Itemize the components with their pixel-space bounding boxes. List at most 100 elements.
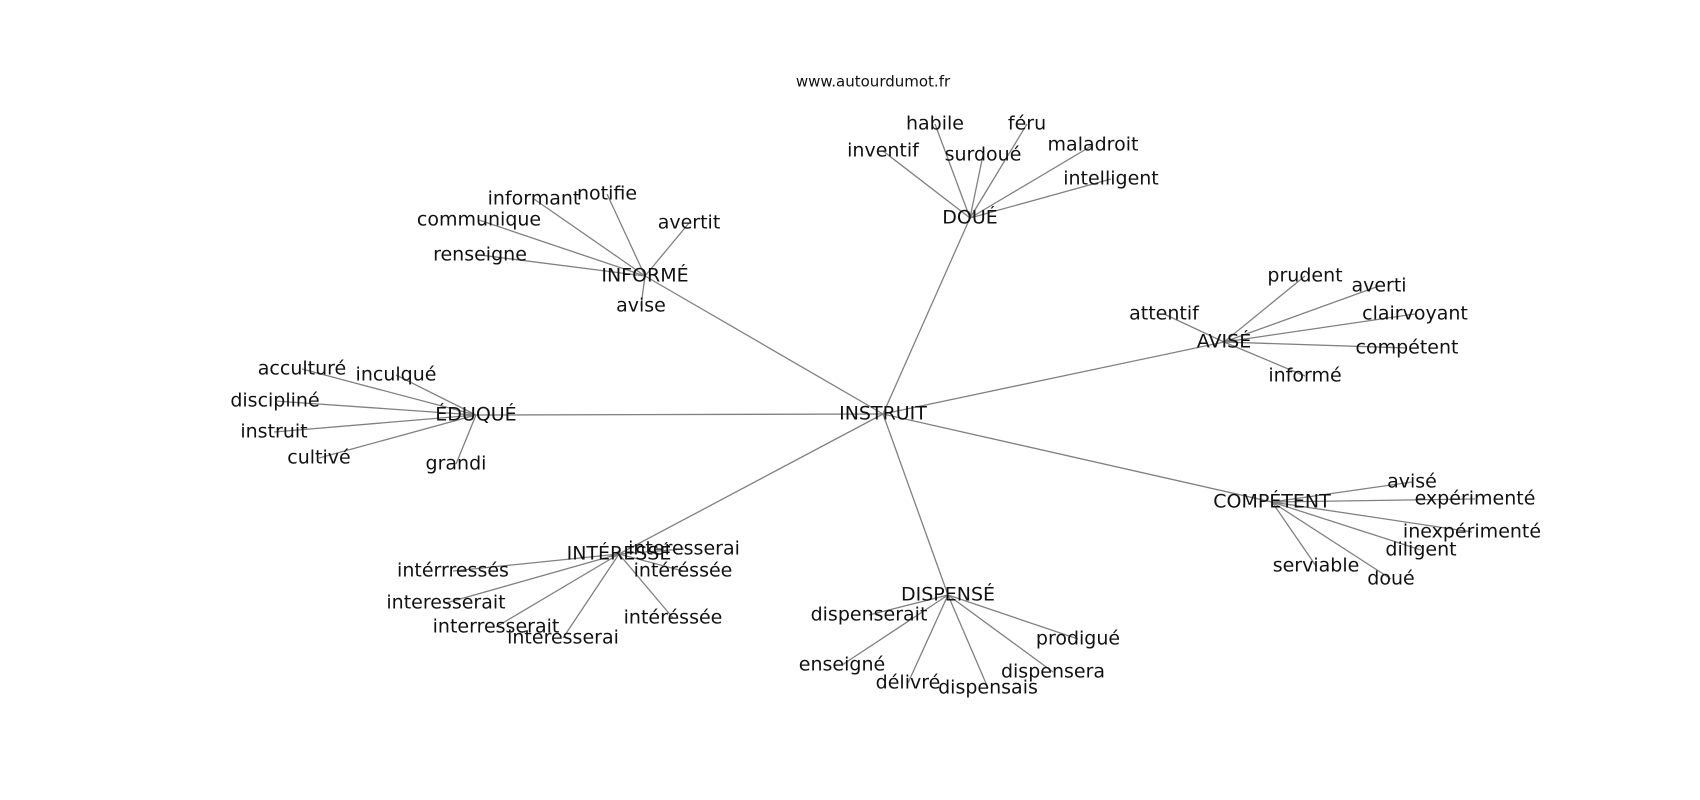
edge-group-to-leaf	[1271, 481, 1413, 503]
center-node-label: INSTRUIT	[839, 403, 927, 425]
leaf-node-label: dispensais	[938, 677, 1038, 699]
edge-group-to-leaf	[495, 553, 620, 628]
edge-group-to-leaf	[969, 154, 984, 219]
edge-group-to-leaf	[1223, 341, 1306, 377]
leaf-node-label: intérrressés	[397, 560, 509, 582]
leaf-node-label: inexpérimenté	[1403, 521, 1541, 543]
leaf-node-label: interesserai	[507, 627, 619, 649]
edge-group-to-leaf	[1223, 313, 1416, 343]
leaf-node-label: grandi	[426, 453, 487, 475]
group-node-label: ÉDUQUÉ	[435, 403, 516, 426]
edge-group-to-leaf	[969, 144, 1094, 219]
edge-group-to-leaf	[1223, 275, 1306, 343]
edge-center-to-group	[882, 413, 1273, 503]
edge-group-to-leaf	[947, 594, 1054, 673]
edge-center-to-group	[644, 275, 884, 415]
edge-group-to-leaf	[395, 374, 477, 416]
leaf-node-label: compétent	[1356, 337, 1459, 359]
edge-group-to-leaf	[1271, 501, 1317, 567]
group-node-label: INFORMÉ	[601, 264, 688, 287]
edge-center-to-group	[882, 413, 949, 596]
edge-group-to-leaf	[947, 594, 989, 689]
edge-group-to-leaf	[455, 414, 477, 465]
leaf-node-label: renseigne	[433, 244, 527, 266]
leaf-node-label: informé	[1268, 365, 1341, 387]
leaf-node-label: prudent	[1267, 265, 1342, 287]
edge-group-to-leaf	[934, 123, 971, 219]
group-node-label: DOUÉ	[942, 206, 998, 229]
group-node-label: AVISÉ	[1197, 330, 1251, 353]
edge-group-to-leaf	[841, 594, 949, 666]
edge-group-to-leaf	[618, 548, 685, 555]
leaf-node-label: inculqué	[356, 364, 437, 386]
edge-group-to-leaf	[562, 553, 620, 639]
leaf-node-label: expérimenté	[1415, 488, 1536, 510]
leaf-node-label: surdoué	[945, 144, 1022, 166]
leaf-node-label: dispenserait	[811, 604, 928, 626]
edge-group-to-leaf	[273, 414, 477, 433]
edge-group-to-leaf	[1223, 341, 1408, 349]
leaf-node-label: maladroit	[1048, 134, 1139, 156]
edge-group-to-leaf	[478, 219, 646, 277]
edge-group-to-leaf	[882, 150, 971, 219]
leaf-node-label: féru	[1008, 113, 1046, 135]
edge-group-to-leaf	[907, 594, 949, 684]
edge-center-to-group	[882, 217, 971, 415]
group-node-label: DISPENSÉ	[901, 583, 995, 606]
leaf-node-label: interresserait	[433, 616, 560, 638]
leaf-node-label: délivré	[876, 672, 941, 694]
edge-group-to-leaf	[868, 594, 949, 616]
leaf-node-label: intéréssée	[624, 607, 723, 629]
leaf-node-label: diligent	[1385, 539, 1456, 561]
group-node-label: COMPÉTENT	[1213, 490, 1331, 513]
leaf-node-label: doué	[1367, 568, 1414, 590]
edge-group-to-leaf	[301, 368, 477, 416]
leaf-node-label: discipliné	[230, 390, 319, 412]
edge-group-to-leaf	[644, 222, 690, 277]
leaf-node-label: prodigué	[1036, 628, 1120, 650]
edge-group-to-leaf	[1271, 501, 1392, 580]
leaf-node-label: enseigné	[799, 654, 885, 676]
edge-group-to-leaf	[1271, 498, 1476, 503]
edge-group-to-leaf	[274, 400, 477, 416]
edge-group-to-leaf	[533, 198, 646, 277]
group-node-label: INTÉRESSÉ	[567, 542, 672, 565]
edge-group-to-leaf	[640, 275, 646, 307]
edge-group-to-leaf	[618, 553, 674, 619]
leaf-node-label: attentif	[1129, 303, 1200, 325]
edge-group-to-leaf	[969, 123, 1028, 219]
leaf-node-label: avise	[616, 295, 666, 317]
leaf-node-label: dispensera	[1001, 661, 1105, 683]
edge-group-to-leaf	[1271, 501, 1473, 533]
edge-group-to-leaf	[479, 254, 646, 277]
leaf-node-label: inventif	[847, 140, 920, 162]
graph-edges	[273, 123, 1476, 689]
leaf-node-label: informant	[488, 188, 581, 210]
leaf-node-label: acculturé	[258, 358, 346, 380]
edge-group-to-leaf	[947, 594, 1079, 640]
site-watermark: www.autourdumot.fr	[796, 73, 951, 91]
leaf-node-label: interesserait	[386, 592, 505, 614]
leaf-node-label: averti	[1351, 275, 1406, 297]
edge-group-to-leaf	[969, 178, 1112, 219]
leaf-node-label: clairvoyant	[1362, 303, 1468, 325]
edge-group-to-leaf	[606, 193, 646, 277]
leaf-node-label: notifie	[577, 183, 637, 205]
edge-center-to-group	[618, 413, 884, 555]
leaf-node-label: habile	[906, 113, 964, 135]
leaf-node-label: communique	[417, 209, 541, 231]
leaf-node-label: intéréssée	[634, 560, 733, 582]
edge-group-to-leaf	[1163, 313, 1225, 343]
edge-group-to-leaf	[318, 414, 477, 459]
edge-center-to-group	[475, 413, 884, 416]
leaf-node-label: avertit	[658, 212, 721, 234]
edge-group-to-leaf	[618, 553, 684, 572]
leaf-node-label: cultivé	[287, 447, 350, 469]
leaf-node-label: instruit	[240, 421, 307, 443]
edge-group-to-leaf	[452, 553, 620, 572]
leaf-node-label: intelligent	[1063, 168, 1159, 190]
leaf-node-label: interesserai	[628, 538, 740, 560]
edge-group-to-leaf	[1271, 501, 1422, 551]
